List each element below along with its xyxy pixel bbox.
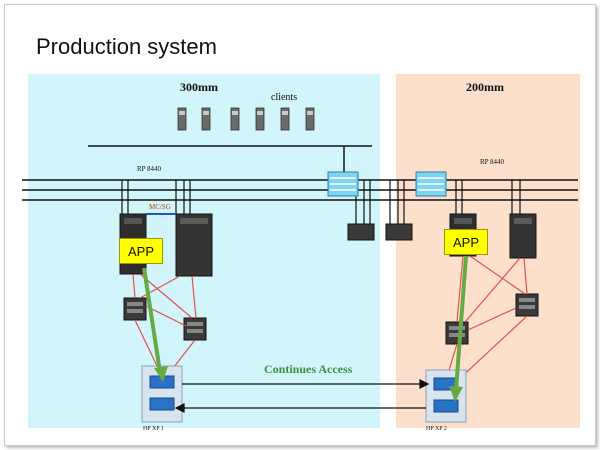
storage-left-label: HP XP 1 bbox=[143, 426, 164, 432]
app-badge-left: APP bbox=[119, 238, 163, 264]
backbone-lines bbox=[22, 179, 578, 201]
app-badge-right: APP bbox=[444, 229, 488, 255]
slide-title: Production system bbox=[36, 34, 217, 59]
storage-right-label: HP XP 2 bbox=[426, 426, 447, 432]
network-switch-icon bbox=[327, 171, 359, 197]
client-terminal-icon bbox=[201, 107, 211, 131]
zone-200mm bbox=[396, 74, 580, 428]
rp8440-right-label: RP 8440 bbox=[480, 158, 505, 166]
client-terminal-icon bbox=[230, 107, 240, 131]
standby-server-icon bbox=[175, 213, 213, 277]
network-switch-icon bbox=[415, 171, 447, 197]
zone-left-heading: 300mm bbox=[180, 80, 218, 94]
data-flow-arrows bbox=[142, 255, 468, 402]
fibre-switch-icon bbox=[515, 293, 539, 317]
small-server-icon bbox=[347, 223, 375, 241]
san-links-left bbox=[132, 273, 197, 373]
continues-access-label: Continues Access bbox=[264, 362, 353, 376]
replication-arrows bbox=[174, 379, 430, 413]
zone-right-heading: 200mm bbox=[466, 80, 504, 94]
storage-array-right bbox=[425, 369, 467, 423]
clients-label: clients bbox=[271, 92, 298, 103]
client-terminal-icon bbox=[305, 107, 315, 131]
fibre-switch-icon bbox=[123, 297, 147, 321]
client-terminals bbox=[177, 107, 315, 131]
client-terminal-icon bbox=[255, 107, 265, 131]
small-server-icon bbox=[385, 223, 413, 241]
rp8440-left-label: RP 8440 bbox=[137, 165, 162, 173]
client-terminal-icon bbox=[177, 107, 187, 131]
client-terminal-icon bbox=[280, 107, 290, 131]
mc-sg-label: MC/SG bbox=[149, 203, 171, 211]
fibre-switch-icon bbox=[445, 321, 469, 345]
fibre-switch-icon bbox=[183, 317, 207, 341]
